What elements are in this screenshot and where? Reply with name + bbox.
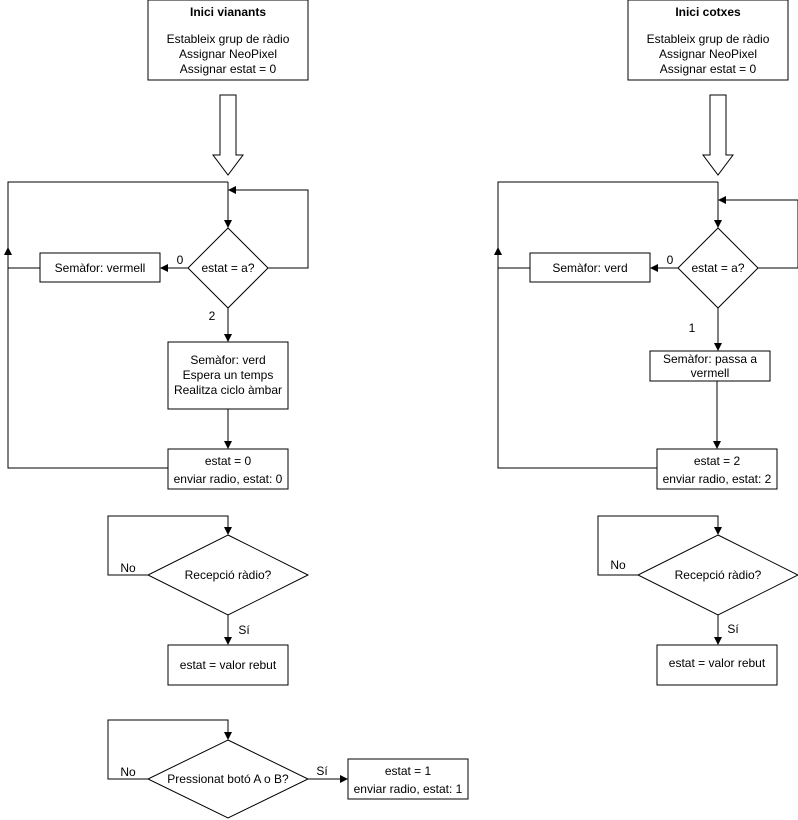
update-line-2-cars: enviar radio, estat: 2 (663, 472, 772, 486)
to-red-box-cars: Semàfor: passa a vermell (649, 350, 771, 382)
button-set-box-pedestrians: estat = 1 enviar radio, estat: 1 (347, 758, 469, 800)
radio-set-box-pedestrians: estat = valor rebut (167, 644, 289, 686)
radio-set-label-pedestrians: estat = valor rebut (180, 658, 277, 672)
decision-label-cars: estat = a? (691, 261, 744, 275)
button-set-line-2-pedestrians: enviar radio, estat: 1 (354, 782, 463, 796)
start-line-3-cars: Assignar estat = 0 (660, 62, 757, 76)
start-line-2-pedestrians: Assignar NeoPixel (179, 47, 277, 61)
radio-decision-label-cars: Recepció ràdio? (675, 568, 762, 582)
start-line-3-pedestrians: Assignar estat = 0 (180, 62, 277, 76)
start-line-1-cars: Estableix grup de ràdio (647, 32, 770, 46)
radio-no-loop-edge-cars (597, 515, 719, 576)
decision-diamond-pedestrians: estat = a? (187, 227, 269, 309)
loop-back-edge-cars (724, 199, 798, 269)
update-line-2-pedestrians: enviar radio, estat: 0 (174, 472, 283, 486)
decision-diamond-cars: estat = a? (677, 227, 759, 309)
green-light-label-cars: Semàfor: verd (552, 261, 627, 275)
sequence-line-2-pedestrians: Espera un temps (183, 368, 274, 382)
start-line-2-cars: Assignar NeoPixel (659, 47, 757, 61)
loop-back-edge-pedestrians (234, 189, 309, 269)
radio-no-label-pedestrians: No (120, 561, 136, 575)
green-light-box-cars: Semàfor: verd (529, 252, 651, 283)
block-arrow-cars (702, 94, 734, 176)
radio-no-loop-edge-pedestrians (107, 515, 229, 576)
button-yes-label-pedestrians: Sí (316, 764, 328, 778)
start-title-pedestrians: Inici vianants (190, 5, 266, 19)
block-arrow-pedestrians (212, 94, 244, 176)
update-box-cars: estat = 2 enviar radio, estat: 2 (656, 448, 778, 490)
outer-loop-edge-cars (497, 181, 718, 269)
zero-branch-label-pedestrians: 0 (177, 253, 184, 267)
red-light-label-pedestrians: Semàfor: vermell (55, 261, 146, 275)
radio-decision-cars: Recepció ràdio? (636, 534, 798, 616)
button-decision-label-pedestrians: Pressionat botó A o B? (167, 772, 289, 786)
update-return-edge-pedestrians (7, 253, 168, 469)
outer-loop-edge-pedestrians (7, 181, 228, 269)
update-return-edge-cars (497, 253, 657, 469)
button-no-loop-edge-pedestrians (107, 719, 229, 780)
radio-decision-pedestrians: Recepció ràdio? (146, 534, 310, 616)
start-line-1-pedestrians: Estableix grup de ràdio (167, 32, 290, 46)
green-sequence-box-pedestrians: Semàfor: verd Espera un temps Realitza c… (167, 341, 289, 410)
radio-yes-label-pedestrians: Sí (238, 623, 250, 637)
other-branch-label-cars: 1 (689, 321, 696, 335)
to-red-line-2-cars: vermell (691, 366, 730, 380)
decision-label-pedestrians: estat = a? (201, 261, 254, 275)
button-decision-pedestrians: Pressionat botó A o B? (146, 739, 310, 819)
radio-set-box-cars: estat = valor rebut (656, 644, 778, 686)
start-box-pedestrians: Inici vianants Estableix grup de ràdio A… (147, 0, 309, 81)
update-box-pedestrians: estat = 0 enviar radio, estat: 0 (167, 448, 289, 490)
radio-no-label-cars: No (610, 558, 626, 572)
sequence-line-3-pedestrians: Realitza ciclo àmbar (174, 383, 282, 397)
radio-yes-label-cars: Sí (727, 622, 739, 636)
button-no-label-pedestrians: No (120, 765, 136, 779)
update-line-1-pedestrians: estat = 0 (205, 454, 252, 468)
other-branch-label-pedestrians: 2 (209, 309, 216, 323)
to-red-line-1-cars: Semàfor: passa a (663, 352, 757, 366)
radio-decision-label-pedestrians: Recepció ràdio? (185, 568, 272, 582)
red-light-box-pedestrians: Semàfor: vermell (39, 252, 161, 283)
button-set-line-1-pedestrians: estat = 1 (385, 764, 432, 778)
sequence-line-1-pedestrians: Semàfor: verd (190, 353, 265, 367)
update-line-1-cars: estat = 2 (694, 454, 741, 468)
start-title-cars: Inici cotxes (675, 5, 741, 19)
radio-set-label-cars: estat = valor rebut (669, 656, 766, 670)
zero-branch-label-cars: 0 (667, 253, 674, 267)
start-box-cars: Inici cotxes Estableix grup de ràdio Ass… (627, 0, 789, 81)
